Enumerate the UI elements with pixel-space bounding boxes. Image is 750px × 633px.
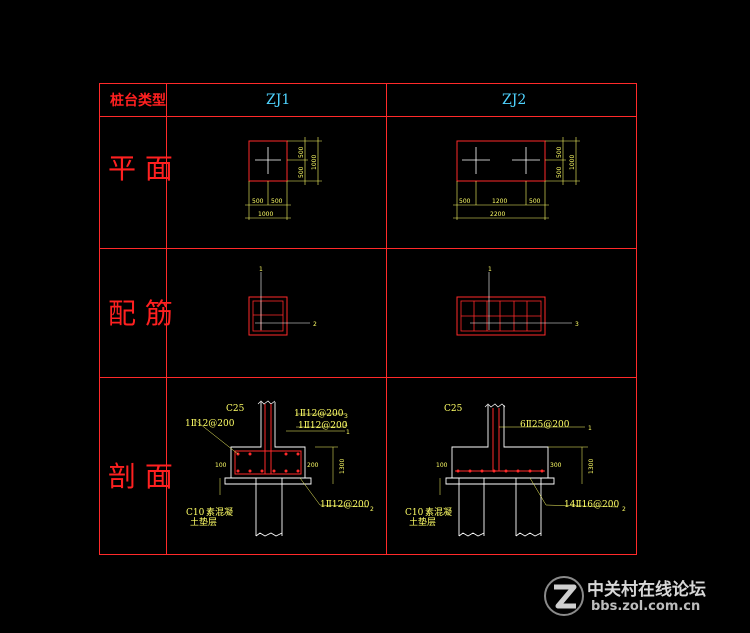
zj2-mark-a: 1	[588, 425, 592, 432]
zj1-base-layer: 土垫层	[190, 516, 217, 528]
row-label-rebar: 配 筋	[108, 297, 173, 330]
zj2-concrete-grade: C25	[444, 404, 463, 414]
zj2-bar-bottom: 14Ⅱ16@200	[564, 500, 619, 510]
watermark: 中关村在线论坛 bbs.zol.com.cn	[543, 575, 728, 619]
zj1-bar-right: 1Ⅱ12@200	[298, 421, 348, 431]
zj2-dim-right: 500	[529, 198, 541, 205]
zj2-rebar-tag-1: 1	[488, 266, 492, 273]
zj1-rebar-tag-2: 2	[313, 321, 317, 328]
zj1-rebar-tag-1: 1	[259, 266, 263, 273]
zj2-height: 1300	[588, 459, 595, 474]
zj1-rebar: 1 2	[248, 266, 317, 336]
zj1-section: C25 1Ⅱ12@200 1Ⅱ12@200 1Ⅱ12@200 1Ⅱ12@200 …	[185, 400, 374, 537]
zj2-bar-top: 6Ⅱ25@200	[520, 420, 570, 430]
row-label-plan: 平 面	[108, 152, 173, 185]
zj1-mark-c: 1	[346, 429, 350, 436]
zj2-base-grade: C10	[405, 508, 424, 518]
zj1-cover: 100	[215, 462, 227, 469]
zj2-section: C25 6Ⅱ25@200 14Ⅱ16@200 1 2 100 300 1300 …	[405, 403, 626, 537]
zj2-dim-vtotal: 1000	[569, 155, 576, 170]
zj2-dim-total: 2200	[490, 211, 505, 218]
zj2-side-note: 300	[550, 462, 562, 469]
header-label: 桩台类型	[110, 92, 166, 109]
zol-logo-icon	[544, 576, 584, 616]
zj1-height: 1300	[339, 459, 346, 474]
zj1-mark-b: 1	[344, 421, 348, 428]
watermark-url: bbs.zol.com.cn	[591, 599, 701, 614]
watermark-title: 中关村在线论坛	[587, 580, 706, 600]
zj1-dim-vtotal: 1000	[311, 155, 318, 170]
column-header-zj2: ZJ2	[502, 92, 526, 108]
zj1-base-grade: C10	[186, 508, 205, 518]
zj1-plan: 500 500 1000 500 500 1000	[245, 137, 322, 220]
column-header-zj1: ZJ1	[266, 92, 290, 108]
table-grid	[99, 83, 637, 555]
zj2-rebar-tag-3: 3	[575, 321, 579, 328]
zj2-dim-v1: 500	[556, 146, 563, 158]
zj1-dim-v2: 500	[298, 166, 305, 178]
zj1-bar-side: 1Ⅱ12@200	[185, 419, 235, 429]
row-label-section: 剖 面	[108, 460, 173, 493]
zj2-dim-v2: 500	[556, 166, 563, 178]
zj2-cover: 100	[436, 462, 448, 469]
zj1-concrete-grade: C25	[226, 404, 245, 414]
zj1-bar-top: 1Ⅱ12@200	[294, 409, 344, 419]
zj2-base-layer: 土垫层	[409, 516, 436, 528]
zj1-dim-right: 500	[271, 198, 283, 205]
zj2-base-material: 素混凝	[425, 506, 452, 518]
zj1-dim-v1: 500	[298, 146, 305, 158]
zj1-dim-left: 500	[252, 198, 264, 205]
zj1-mark-a: 3	[344, 413, 348, 420]
zj2-dim-left: 500	[459, 198, 471, 205]
zj1-base-material: 素混凝	[206, 506, 233, 518]
zj1-side-note: 200	[307, 462, 319, 469]
zj2-dim-mid: 1200	[492, 198, 507, 205]
zj1-bar-bottom: 1Ⅱ12@200	[320, 500, 370, 510]
zj2-plan: 500 1200 500 2200 500 500 1000	[453, 137, 580, 220]
zj2-rebar: 1 3	[456, 266, 579, 336]
zj1-mark-d: 2	[370, 506, 374, 513]
zj1-dim-total: 1000	[258, 211, 273, 218]
zj2-mark-b: 2	[622, 506, 626, 513]
